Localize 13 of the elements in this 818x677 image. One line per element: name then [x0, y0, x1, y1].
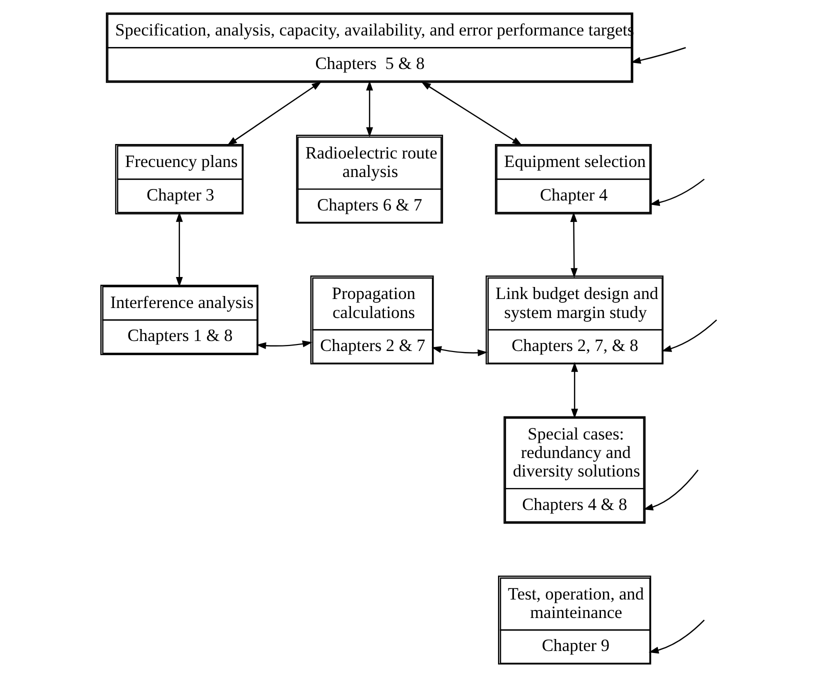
arrow: [256, 340, 312, 350]
arrow: [648, 620, 705, 654]
arrow: [227, 81, 322, 146]
arrow: [662, 320, 718, 352]
arrow: [366, 80, 374, 138]
arrow: [421, 81, 522, 146]
arrow: [571, 362, 578, 419]
arrow: [570, 212, 578, 278]
arrow: [432, 346, 488, 356]
arrow: [630, 47, 686, 64]
arrow: [650, 178, 705, 206]
arrow: [176, 212, 183, 287]
arrow: [643, 470, 699, 510]
